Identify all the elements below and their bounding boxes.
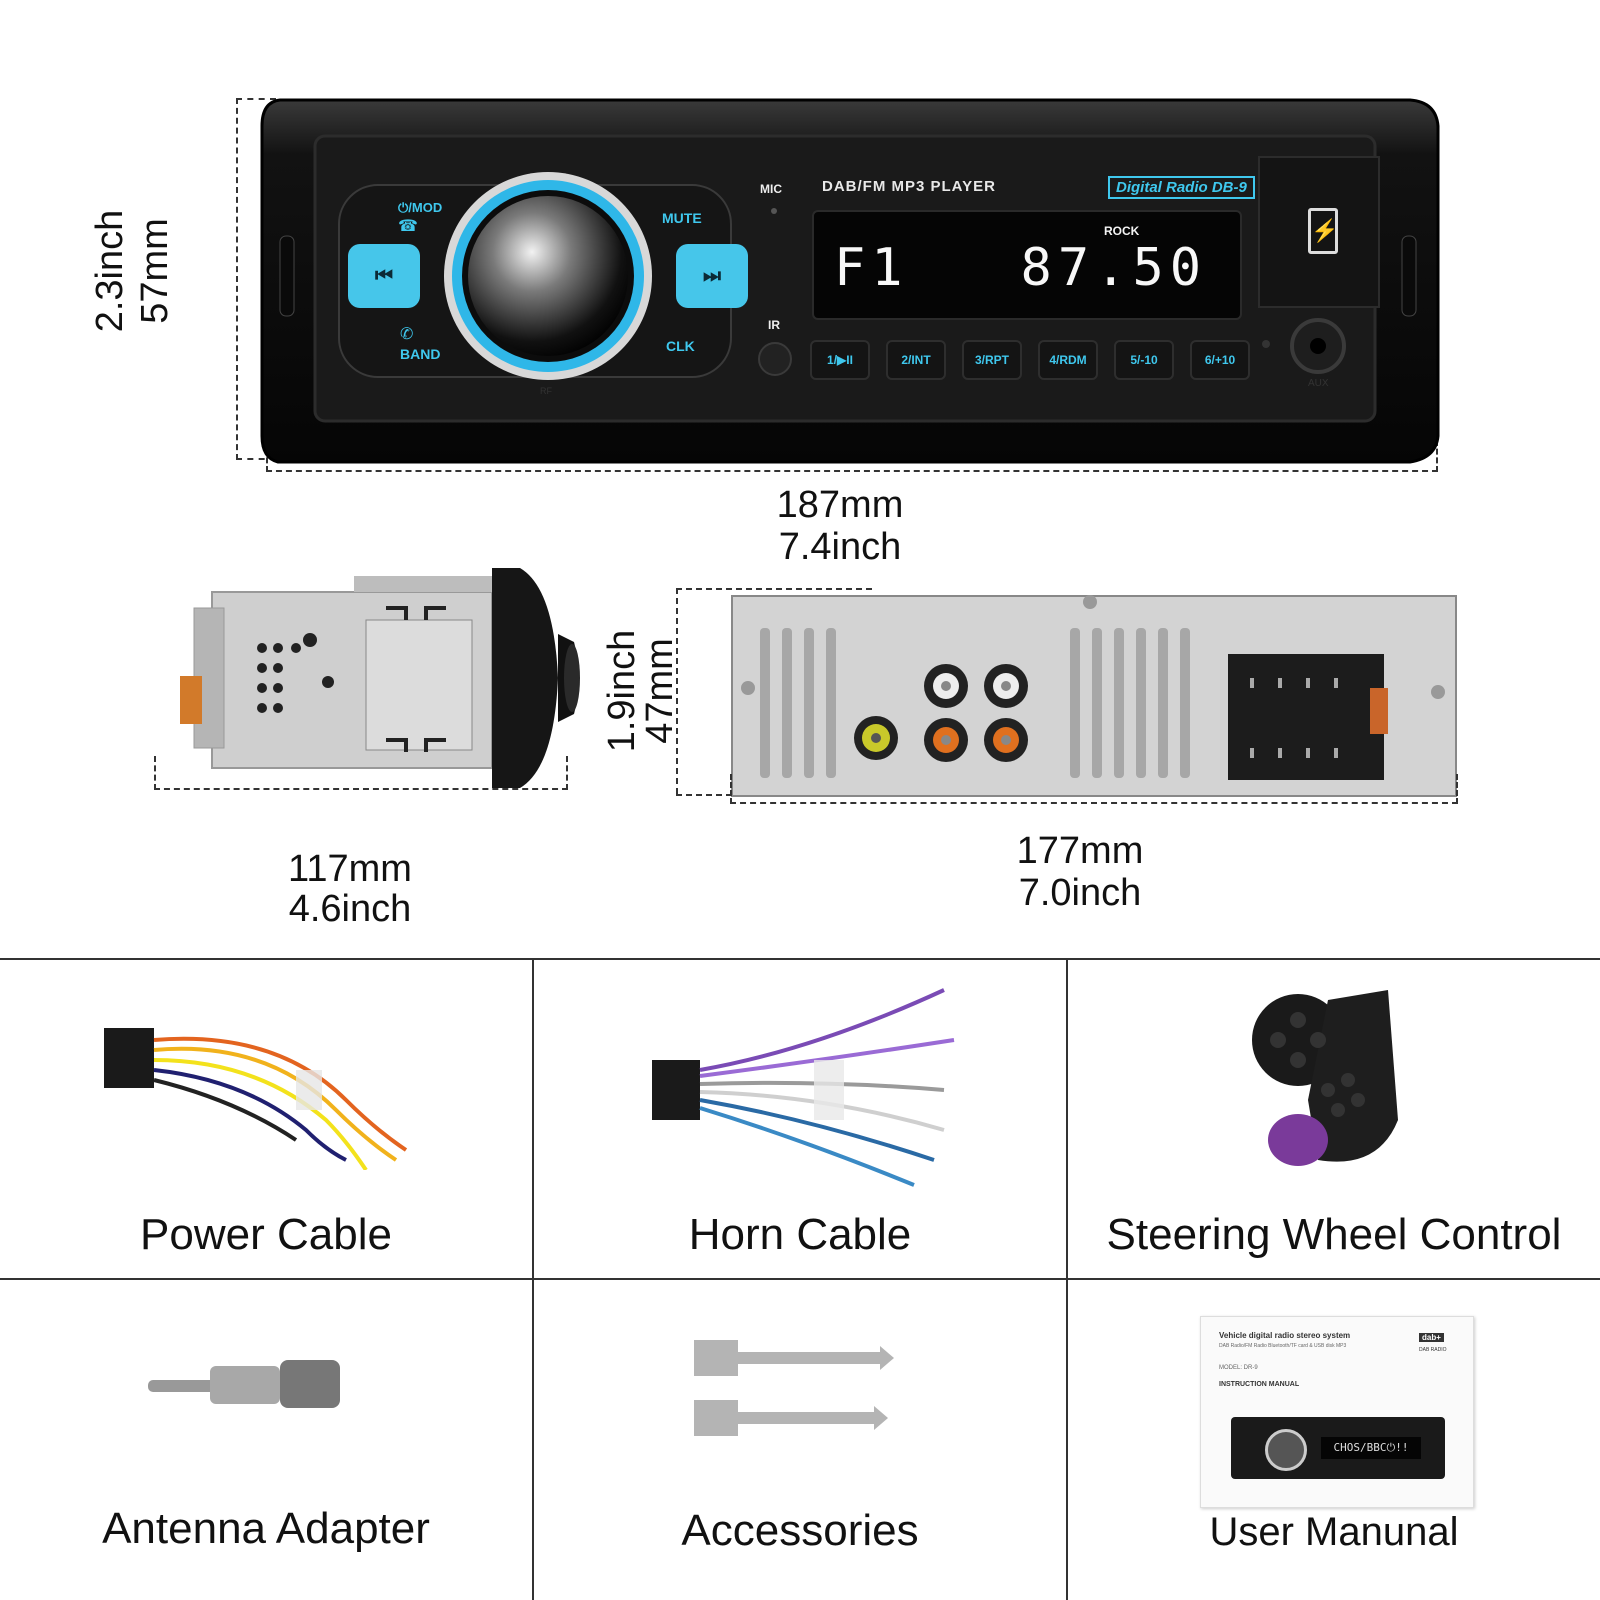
preset-button-5[interactable]: 5/-10 (1114, 340, 1174, 380)
rear-height-mm: 47mm (639, 638, 681, 744)
next-track-icon: ⏭ (703, 264, 721, 287)
rear-view: 1.9inch 47mm 177mm 7.0inch (580, 560, 1600, 940)
manual-dab-logo: dab+ (1419, 1333, 1444, 1342)
caption-steering-wheel-control: Steering Wheel Control (1106, 1210, 1562, 1259)
front-width-inch: 7.4inch (778, 526, 902, 568)
horn-cable-icon (652, 988, 955, 1187)
band-label: BAND (400, 346, 441, 362)
brand-line: DAB/FM MP3 PLAYER (822, 178, 996, 195)
mod-label: ⏻/MOD (398, 200, 443, 215)
next-button[interactable]: ⏭ (676, 244, 748, 308)
front-width-dim-line (266, 470, 1438, 472)
side-depth-mm: 117mm (288, 848, 412, 890)
ir-sensor (758, 342, 792, 376)
rear-height-inch: 1.9inch (601, 629, 643, 753)
volume-knob[interactable] (440, 168, 656, 384)
front-height-inch: 2.3inch (89, 209, 131, 333)
front-width-dim-right (1436, 440, 1438, 472)
manual-model: MODEL: DR-9 (1219, 1365, 1258, 1371)
side-dim-right (566, 756, 568, 790)
rear-height-dim-line (676, 588, 678, 794)
preset-button-6[interactable]: 6/+10 (1190, 340, 1250, 380)
mic-label: MIC (760, 182, 782, 196)
caption-antenna-adapter: Antenna Adapter (102, 1504, 430, 1553)
preset-button-3[interactable]: 3/RPT (962, 340, 1022, 380)
display-genre-tag: ROCK (1104, 224, 1140, 238)
caption-user-manual: User Manunal (1209, 1510, 1459, 1554)
aux-label: AUX (1308, 378, 1329, 389)
removal-keys-icon (694, 1340, 894, 1436)
item-user-manual: Vehicle digital radio stereo system DAB … (1068, 1280, 1600, 1600)
caption-power-cable: Power Cable (140, 1210, 392, 1259)
rear-height-dim-top (676, 588, 872, 590)
item-power-cable: Power Cable (0, 960, 532, 1278)
front-view: 2.3inch 57mm 187mm 7.4inch ⏮ (0, 0, 1600, 568)
mute-label: MUTE (662, 210, 702, 226)
lcd-display: ROCK F1 87.50 (812, 210, 1242, 320)
manual-title: Vehicle digital radio stereo system (1219, 1331, 1351, 1340)
prev-button[interactable]: ⏮ (348, 244, 420, 308)
aux-jack[interactable] (1290, 318, 1346, 374)
rear-width-dim-line (730, 802, 1458, 804)
grid-line-vert-2 (1066, 958, 1068, 1600)
grid-line-vert-1 (532, 958, 534, 1600)
display-frequency: F1 87.50 (834, 238, 1208, 298)
preset-button-row: 1/▶II 2/INT 3/RPT 4/RDM 5/-10 6/+10 (810, 340, 1250, 380)
side-dim-line (154, 788, 568, 790)
side-depth-inch: 4.6inch (288, 888, 412, 930)
side-dim-left (154, 756, 156, 790)
usb-panel: ⚡ (1258, 156, 1380, 308)
manual-radio-image: CHOS/BBC⏻!! (1231, 1417, 1445, 1479)
front-height-mm: 57mm (134, 218, 176, 324)
side-view: 117mm 4.6inch (140, 560, 600, 940)
rear-panel-image (731, 595, 1457, 797)
item-horn-cable: Horn Cable (534, 960, 1066, 1278)
manual-heading: INSTRUCTION MANUAL (1219, 1381, 1300, 1388)
preset-button-4[interactable]: 4/RDM (1038, 340, 1098, 380)
front-width-mm: 187mm (776, 484, 904, 526)
rear-width-mm: 177mm (1016, 830, 1144, 872)
item-antenna-adapter: Antenna Adapter (0, 1280, 532, 1600)
front-height-labels: 2.3inch 57mm (0, 150, 230, 410)
side-chassis-image (180, 568, 580, 788)
item-steering-wheel-control: Steering Wheel Control (1068, 960, 1600, 1278)
front-height-dim-line (236, 98, 238, 460)
item-accessories: Accessories (534, 1280, 1066, 1600)
mic-hole (771, 208, 777, 214)
rear-width-dim-right (1456, 774, 1458, 804)
manual-radio-display: CHOS/BBC⏻!! (1321, 1437, 1421, 1459)
caption-horn-cable: Horn Cable (688, 1210, 912, 1259)
manual-radio-knob (1265, 1429, 1307, 1471)
status-led (1262, 340, 1270, 348)
front-height-dim-bottom (236, 458, 276, 460)
phone-icon: ☎ (398, 218, 418, 235)
rear-height-dim-bottom (676, 794, 772, 796)
hangup-icon: ✆ (400, 326, 414, 343)
preset-button-1[interactable]: 1/▶II (810, 340, 870, 380)
steering-remote-icon (1252, 990, 1398, 1166)
manual-cover: Vehicle digital radio stereo system DAB … (1200, 1316, 1474, 1508)
grid-line-top (0, 958, 1600, 960)
prev-track-icon: ⏮ (375, 264, 393, 287)
rear-height-labels: 1.9inch 47mm (580, 580, 681, 800)
grid-line-middle (0, 1278, 1600, 1280)
ir-label: IR (768, 318, 780, 332)
battery-charge-icon: ⚡ (1308, 208, 1338, 254)
power-cable-icon (104, 1028, 408, 1170)
rf-label: RF (540, 386, 552, 396)
preset-button-2[interactable]: 2/INT (886, 340, 946, 380)
antenna-adapter-icon (148, 1360, 340, 1408)
clk-label: CLK (666, 338, 695, 354)
front-height-dim-top (236, 98, 276, 100)
digital-radio-badge: Digital Radio DB-9 (1108, 176, 1255, 199)
manual-dab-logo-sub: DAB RADIO (1419, 1347, 1447, 1353)
caption-accessories: Accessories (681, 1506, 919, 1555)
manual-subtitle: DAB Radio/FM Radio Bluetooth/TF card & U… (1219, 1343, 1347, 1349)
aux-jack-hole (1310, 338, 1326, 354)
rear-width-dim-left (730, 774, 732, 804)
rear-width-inch: 7.0inch (1018, 872, 1142, 914)
